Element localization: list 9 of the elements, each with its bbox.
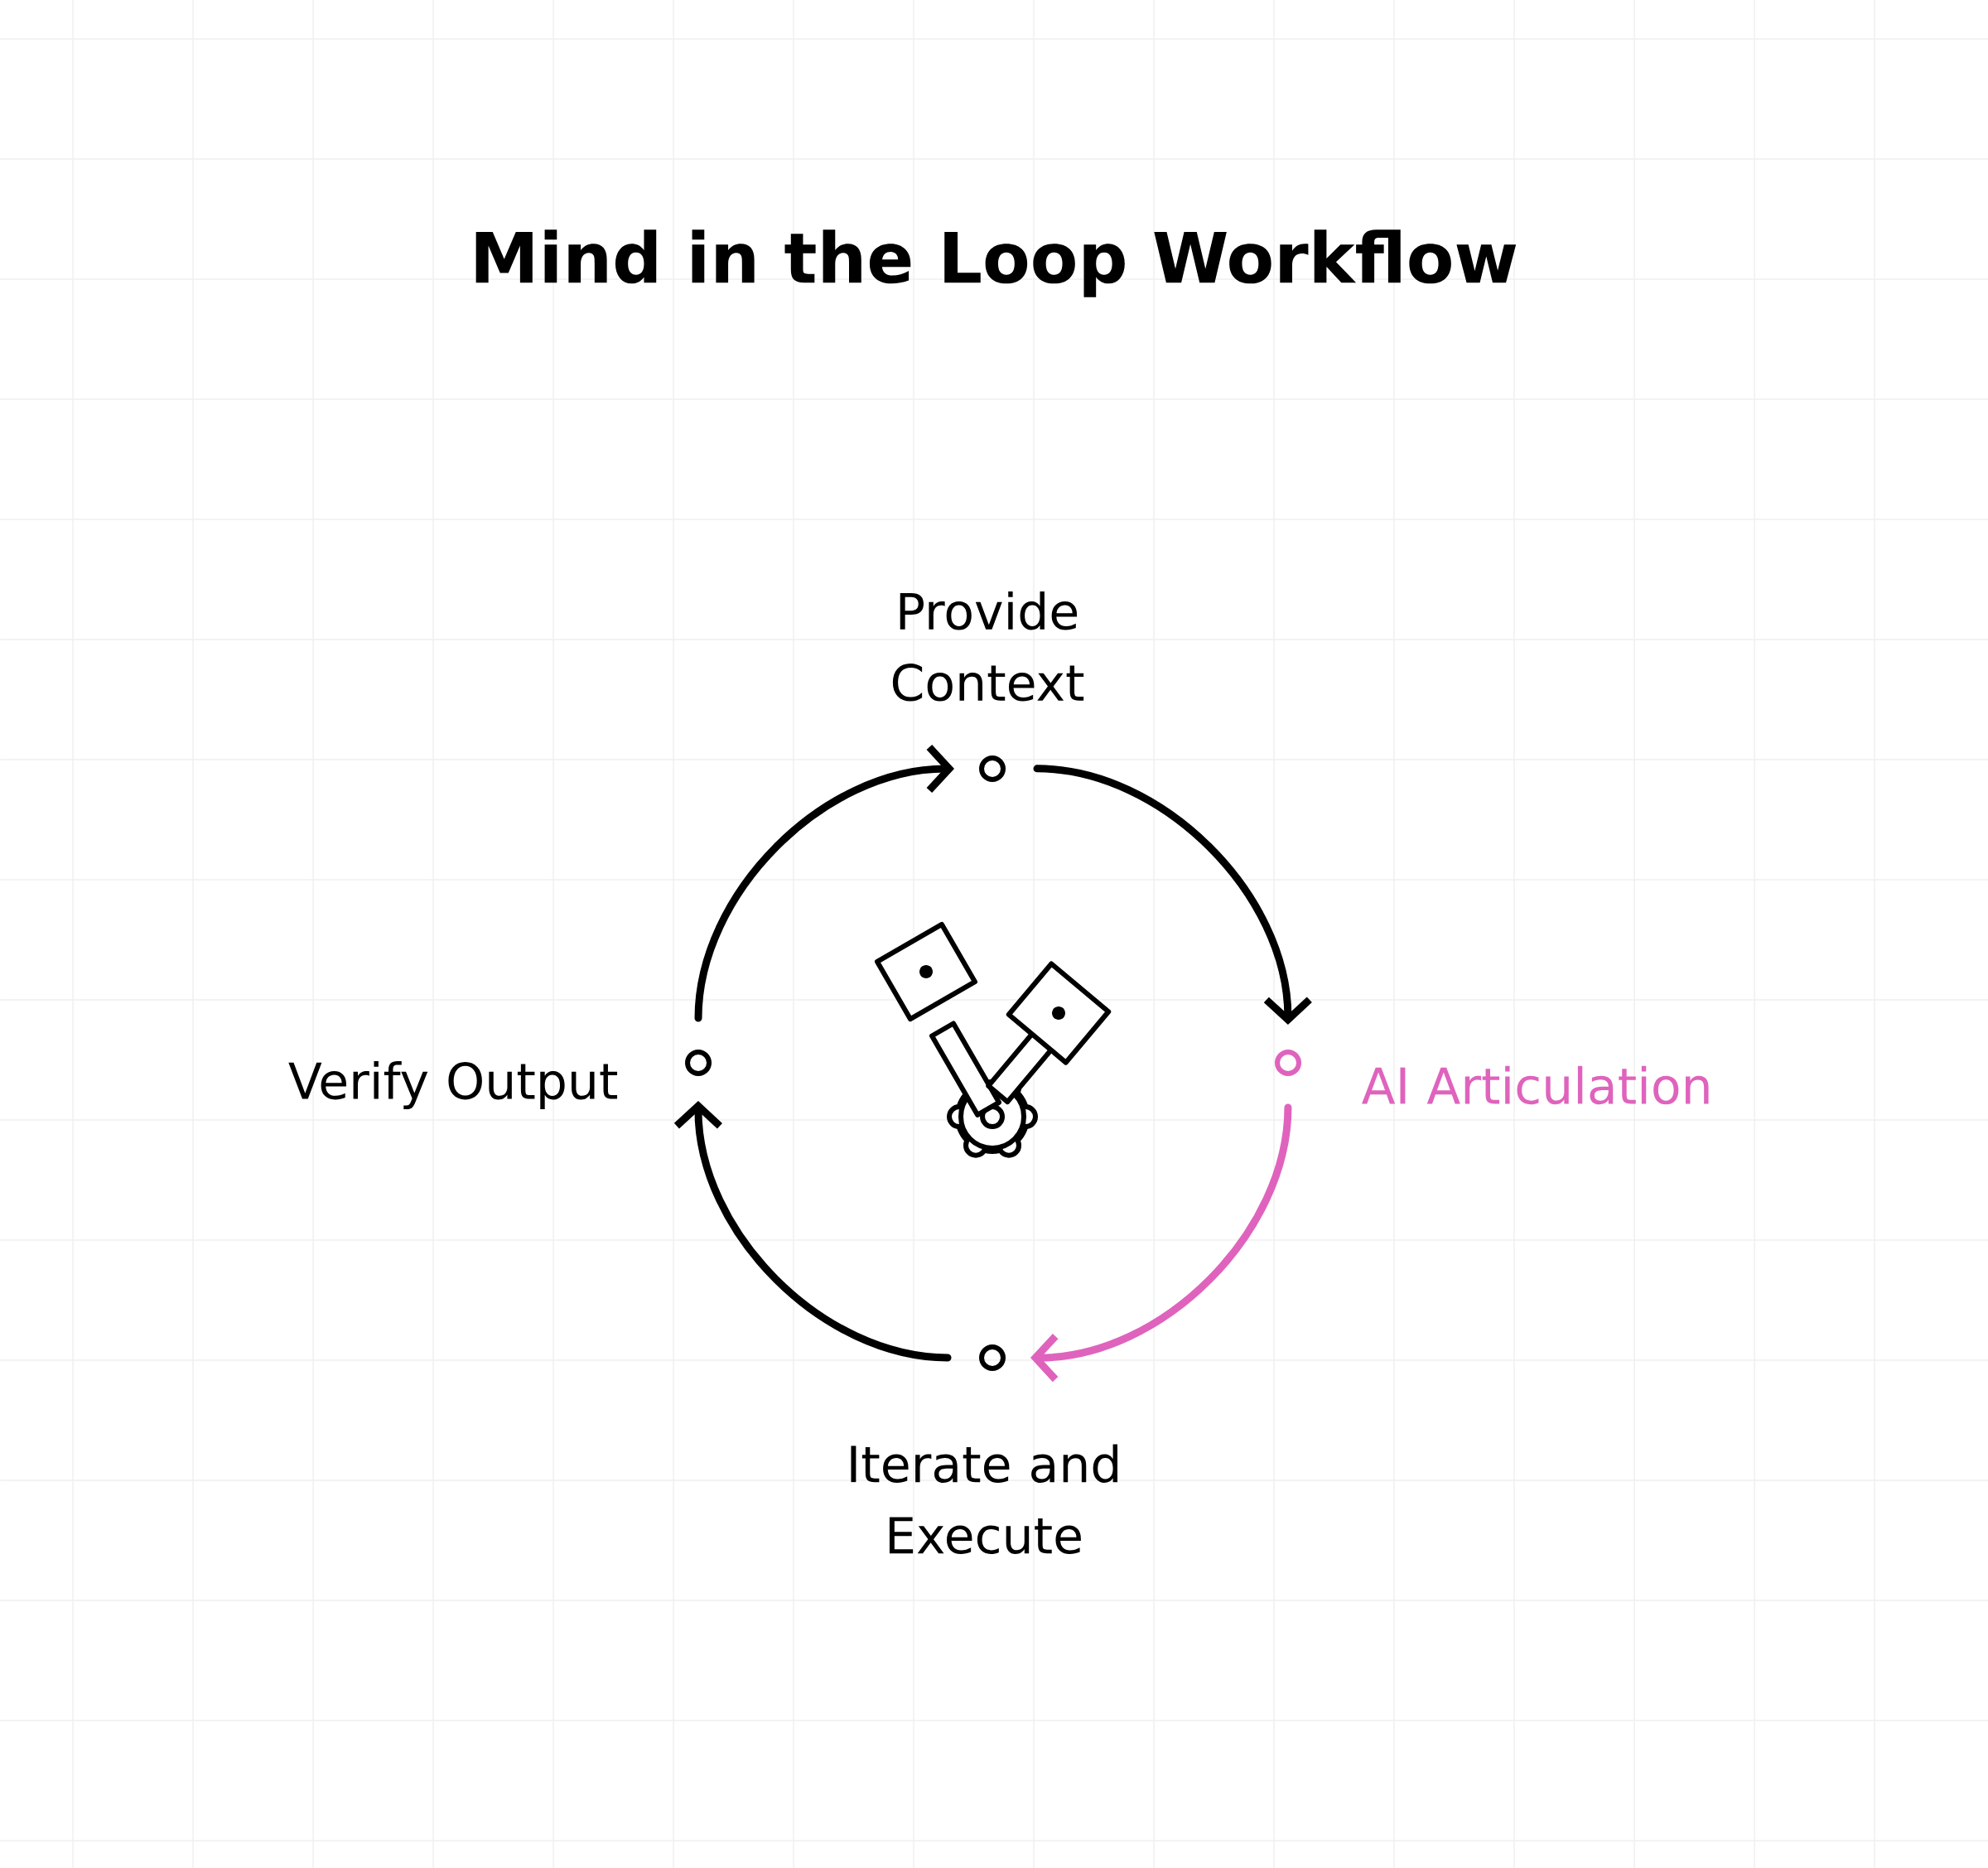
title: Mind in the Loop Workflow [475,229,1517,297]
step-label: Verify Output [288,1061,618,1110]
step-label: Iterate and Execute [851,1444,1117,1554]
arrow [694,744,954,1022]
arrow [1030,1103,1292,1383]
arrow [673,1101,952,1362]
arrow [1033,765,1312,1026]
step-label: AI Articulation [1362,1065,1709,1105]
step-label: Provide Context [892,591,1084,702]
